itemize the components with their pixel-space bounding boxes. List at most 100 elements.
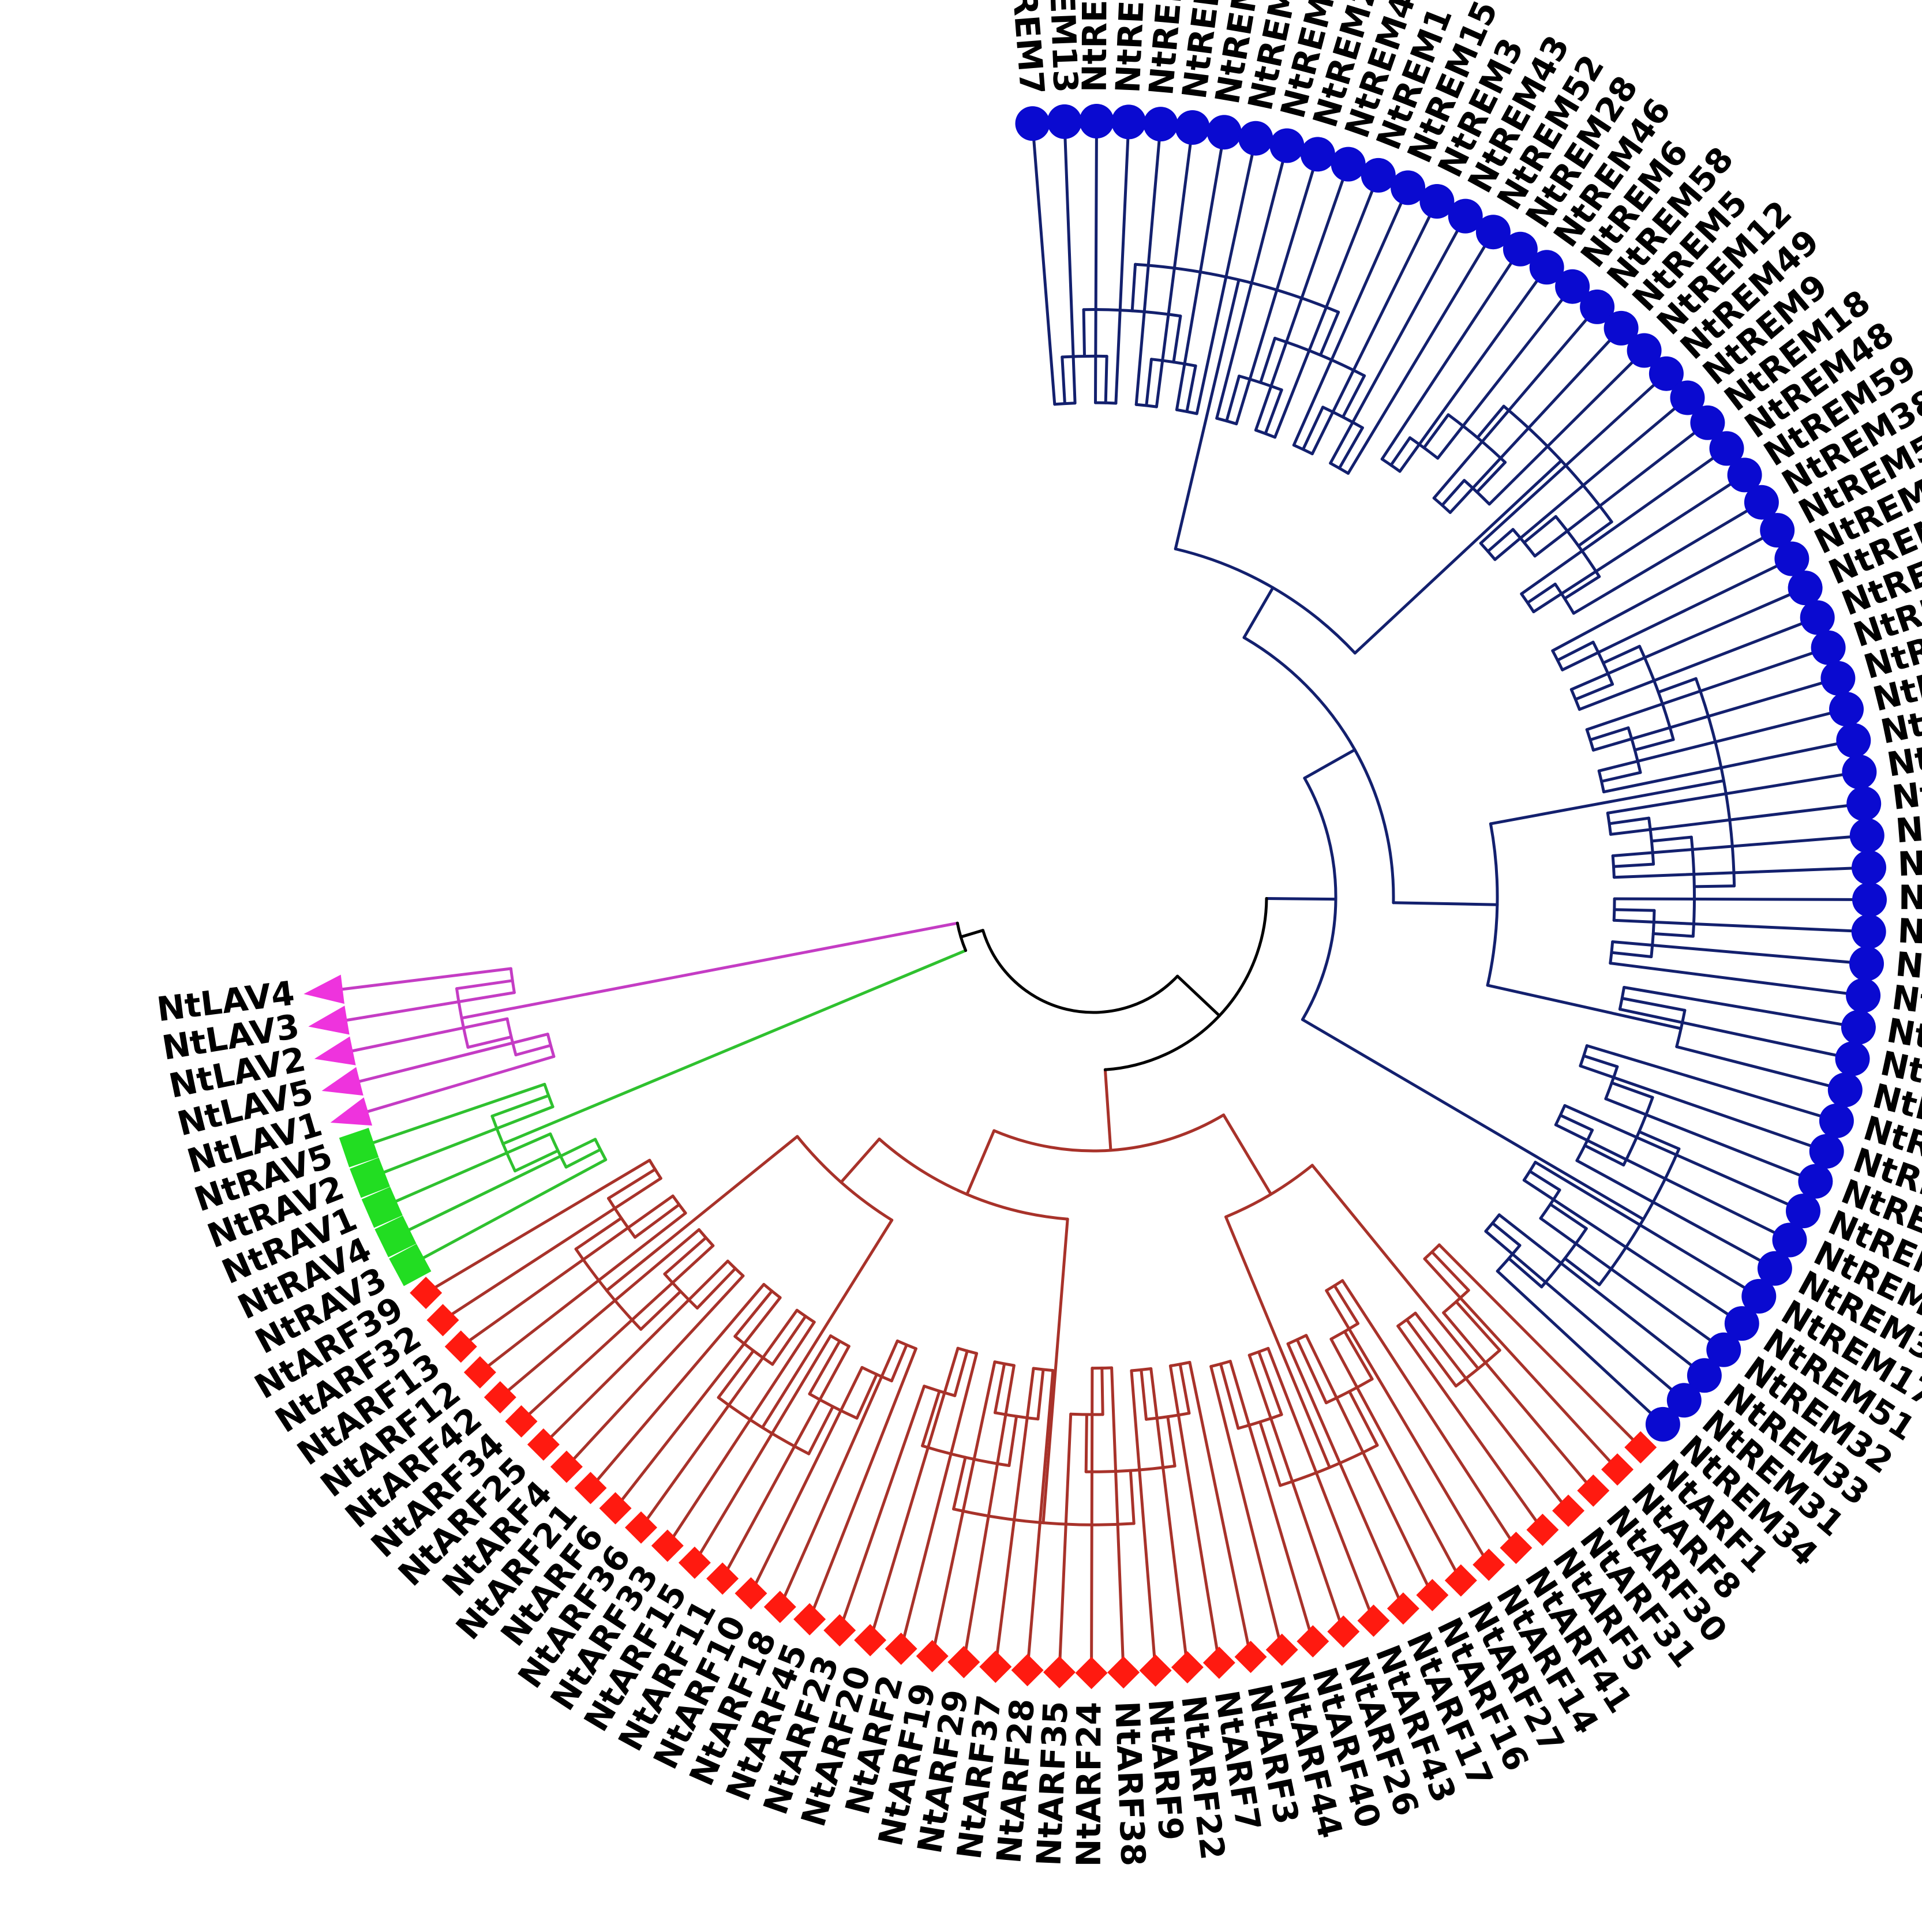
ntrem-c-connector: [1638, 644, 1675, 741]
ntrem-e-branch: [1579, 1064, 1829, 1153]
ntarf-i-branch: [808, 1347, 917, 1621]
diamond-marker-ntarf29: [947, 1646, 980, 1679]
ntrem-b-branch: [1398, 265, 1549, 473]
ntarf-j-branch: [663, 1236, 707, 1276]
circle-marker-ntrem17: [1741, 1279, 1777, 1314]
ntrem-a-branch: [1094, 119, 1098, 404]
ntrav-k-branch: [368, 1105, 555, 1179]
circle-marker-ntrem16: [1207, 115, 1242, 150]
ntrem-c-branch: [1611, 940, 1868, 965]
ntrem-c-branch: [1613, 908, 1656, 912]
circle-marker-ntrem51: [1724, 1306, 1759, 1341]
ntarf-g-branch: [1305, 1334, 1434, 1597]
circle-marker-ntrem14: [1175, 110, 1210, 145]
ntrem-c-branch: [1613, 897, 1871, 901]
ntrem-d-branch: [1675, 1045, 1847, 1091]
triangle-marker-ntlav5: [321, 1067, 364, 1096]
ntarf-f-branch: [1414, 1311, 1570, 1513]
ntrem-e-branch: [1638, 1130, 1681, 1150]
circle-marker-ntrem36: [1772, 1222, 1807, 1258]
ntrem-b-branch: [1488, 349, 1646, 506]
ntrem-a-branch: [1259, 336, 1276, 384]
ntrem-c-branch: [1588, 726, 1630, 741]
diamond-marker-ntarf15: [678, 1546, 711, 1579]
ntarf-h-branch: [1140, 1368, 1148, 1421]
circle-marker-ntrem10: [1841, 1010, 1876, 1045]
arf-ij-branch: [760, 1218, 894, 1430]
ntrem-a-branch: [1063, 120, 1077, 405]
ntarf-i-branch: [855, 1372, 878, 1420]
ntarf-j-branch: [634, 1203, 681, 1239]
ntrem-c-branch: [1633, 738, 1675, 752]
ntrem-d-branch: [1618, 1007, 1854, 1060]
ntrem-e-branch: [1563, 1104, 1805, 1213]
circle-marker-ntrem30: [1798, 1164, 1833, 1199]
ntrav-k-branch: [490, 1094, 550, 1118]
ntrem-e-branch: [1528, 1169, 1561, 1192]
ntrem-e-branch: [1522, 1179, 1744, 1325]
ntrav-k-branch: [380, 1132, 552, 1209]
ntrem-b-branch: [1432, 305, 1599, 500]
diamond-marker-ntarf42: [484, 1381, 516, 1414]
ntrem-b-branch: [1440, 479, 1466, 507]
triangle-marker-ntlav2: [314, 1036, 356, 1066]
ntlav-l-branch: [339, 1033, 549, 1088]
circle-marker-ntrem2: [1238, 121, 1273, 156]
diamond-marker-ntarf14: [1473, 1548, 1505, 1581]
ntarf-i-branch: [721, 1345, 851, 1580]
ntarf-f-branch: [1437, 1243, 1642, 1449]
ntrem-b-branch: [1563, 575, 1601, 600]
ntarf-i-branch: [808, 1340, 841, 1395]
diamond-marker-ntarf16: [1416, 1578, 1449, 1611]
ntarf-j-branch: [565, 1274, 745, 1469]
ntrem-c-branch: [1561, 557, 1793, 671]
ntarf-g-branch: [1295, 1338, 1328, 1405]
ntrem-c-branch: [1612, 918, 1871, 933]
ntrem-e-branch: [1582, 1054, 1619, 1068]
rem-all-branch: [1301, 1018, 1645, 1221]
ntlav-l-branch: [455, 979, 514, 991]
ntarf-g-branch: [1209, 1365, 1284, 1652]
ntrem-b-branch: [1479, 372, 1668, 545]
diamond-marker-ntarf37: [979, 1650, 1012, 1683]
diamond-marker-ntarf33: [651, 1529, 684, 1562]
ntrem-b-branch: [1493, 396, 1689, 561]
ntrem-c-branch: [1608, 816, 1651, 826]
ntarf-j-branch: [424, 1158, 651, 1295]
circle-marker-ntrem20: [1851, 914, 1886, 949]
ntarf-j-branch: [459, 1194, 675, 1348]
ntarf-g-branch: [1257, 1350, 1283, 1416]
triangle-marker-ntlav3: [308, 1006, 350, 1035]
circle-marker-ntrem58: [1580, 289, 1615, 324]
ntrem-a-branch: [1185, 364, 1197, 413]
diamond-marker-ntarf4: [550, 1450, 583, 1483]
circle-marker-ntrem12: [1627, 333, 1662, 368]
diamond-marker-ntarf26: [1327, 1615, 1360, 1648]
diamond-marker-ntarf41: [1500, 1532, 1533, 1565]
diamond-marker-ntarf3: [1234, 1641, 1267, 1674]
ntrem-c-branch: [1551, 528, 1779, 652]
diamond-marker-ntarf30: [1577, 1474, 1610, 1507]
ntrem-a-branch: [1225, 374, 1241, 423]
diamond-marker-ntarf19: [916, 1640, 949, 1672]
ntarf-h-branch: [1110, 1366, 1125, 1674]
diamond-marker-ntarf43: [1357, 1604, 1390, 1637]
diamond-marker-ntarf1: [1624, 1431, 1657, 1464]
ntrem-c-branch: [1574, 682, 1614, 701]
rem-cd-branch: [1489, 779, 1725, 826]
circle-marker-ntrem29: [1111, 104, 1147, 140]
circle-marker-ntrem6: [1555, 269, 1590, 304]
ntarf-i-branch: [639, 1308, 799, 1529]
diamond-marker-ntarf7: [1202, 1646, 1235, 1679]
ntarf-h-branch: [838, 1385, 926, 1632]
arf-fg-branch: [1310, 1164, 1480, 1370]
ntarf-h-branch: [931, 1360, 996, 1658]
diamond-marker-ntarf22: [1171, 1651, 1204, 1684]
ntrem-d-branch: [1623, 986, 1860, 1029]
ntrem-a-branch: [1318, 310, 1340, 357]
ntarf-f-branch: [1430, 1250, 1470, 1292]
root-main-connector: [981, 929, 1179, 1014]
ntrem-c-branch: [1657, 677, 1698, 694]
ntrem-e-branch: [1604, 1097, 1817, 1183]
